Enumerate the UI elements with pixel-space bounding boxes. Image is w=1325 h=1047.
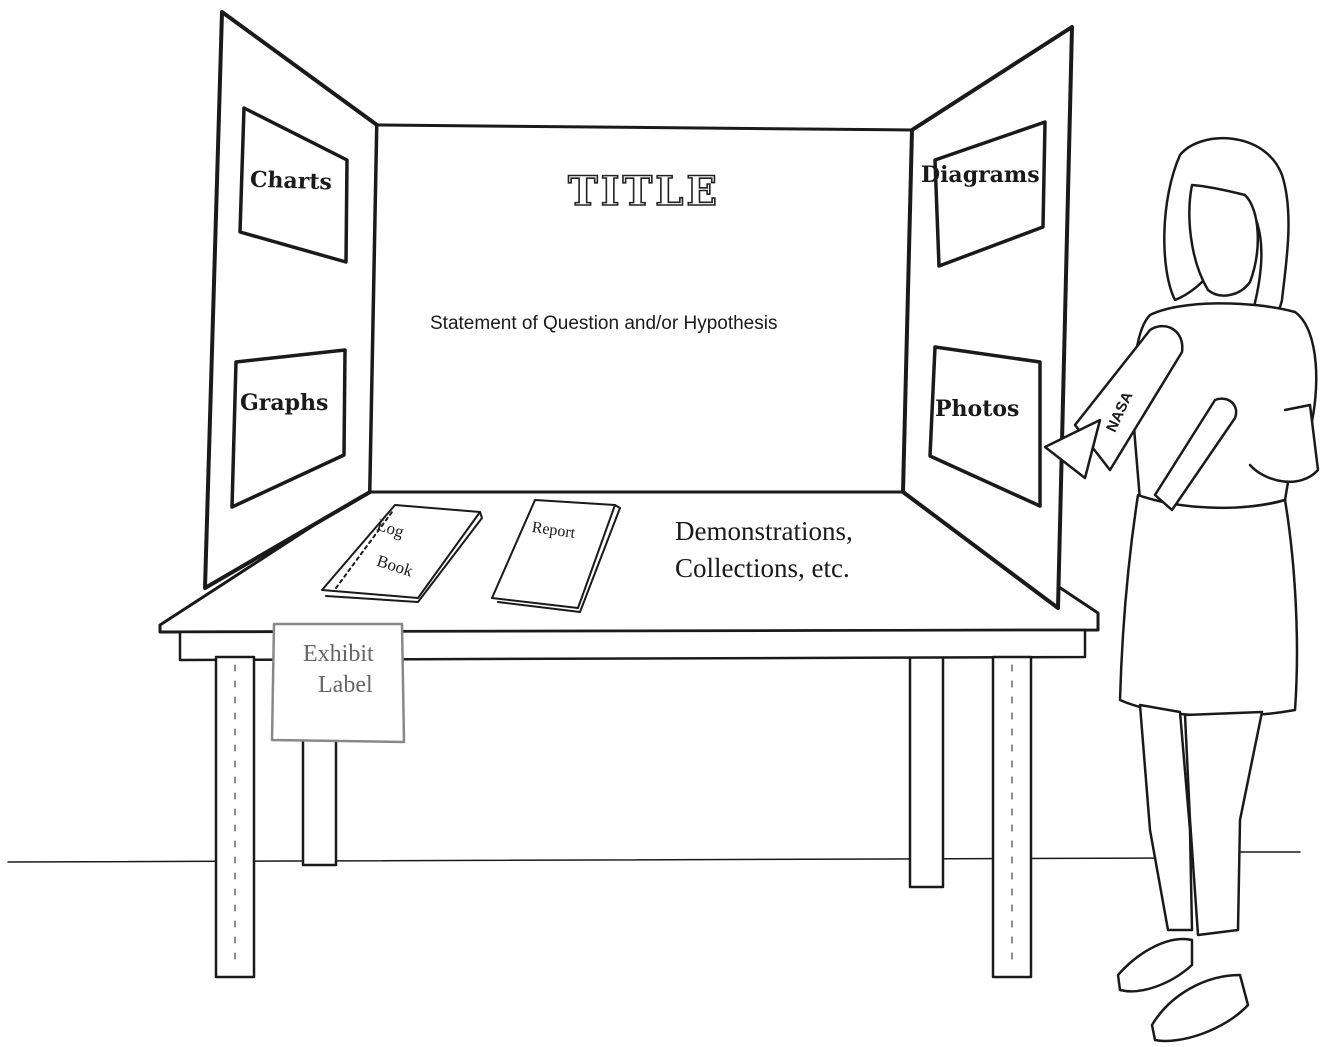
photos-panel (928, 345, 1042, 508)
table-apron (178, 628, 1087, 662)
log-book-drawing (321, 504, 483, 603)
report-drawing (491, 499, 621, 613)
student-figure (1043, 137, 1320, 1043)
diagrams-label: Diagrams (921, 162, 1040, 188)
diagrams-panel (933, 120, 1047, 268)
photos-label: Photos (935, 396, 1020, 422)
trifold-board (203, 10, 1074, 610)
exhibit-label-card (270, 622, 406, 744)
table-front-legs (214, 655, 1033, 979)
charts-panel (238, 106, 349, 264)
demonstrations-label-line1: Demonstrations, (675, 516, 853, 546)
graphs-panel (230, 348, 347, 509)
demonstrations-label-line2: Collections, etc. (675, 553, 850, 583)
graphs-label: Graphs (240, 390, 329, 416)
floor-line (7, 851, 1301, 863)
exhibit-label-line1: Exhibit (303, 641, 374, 667)
wing-panels (230, 106, 1047, 509)
board-title: TITLE (567, 168, 720, 215)
exhibit-label-line2: Label (318, 672, 373, 698)
charts-label: Charts (249, 166, 333, 196)
board-statement: Statement of Question and/or Hypothesis (430, 313, 778, 334)
